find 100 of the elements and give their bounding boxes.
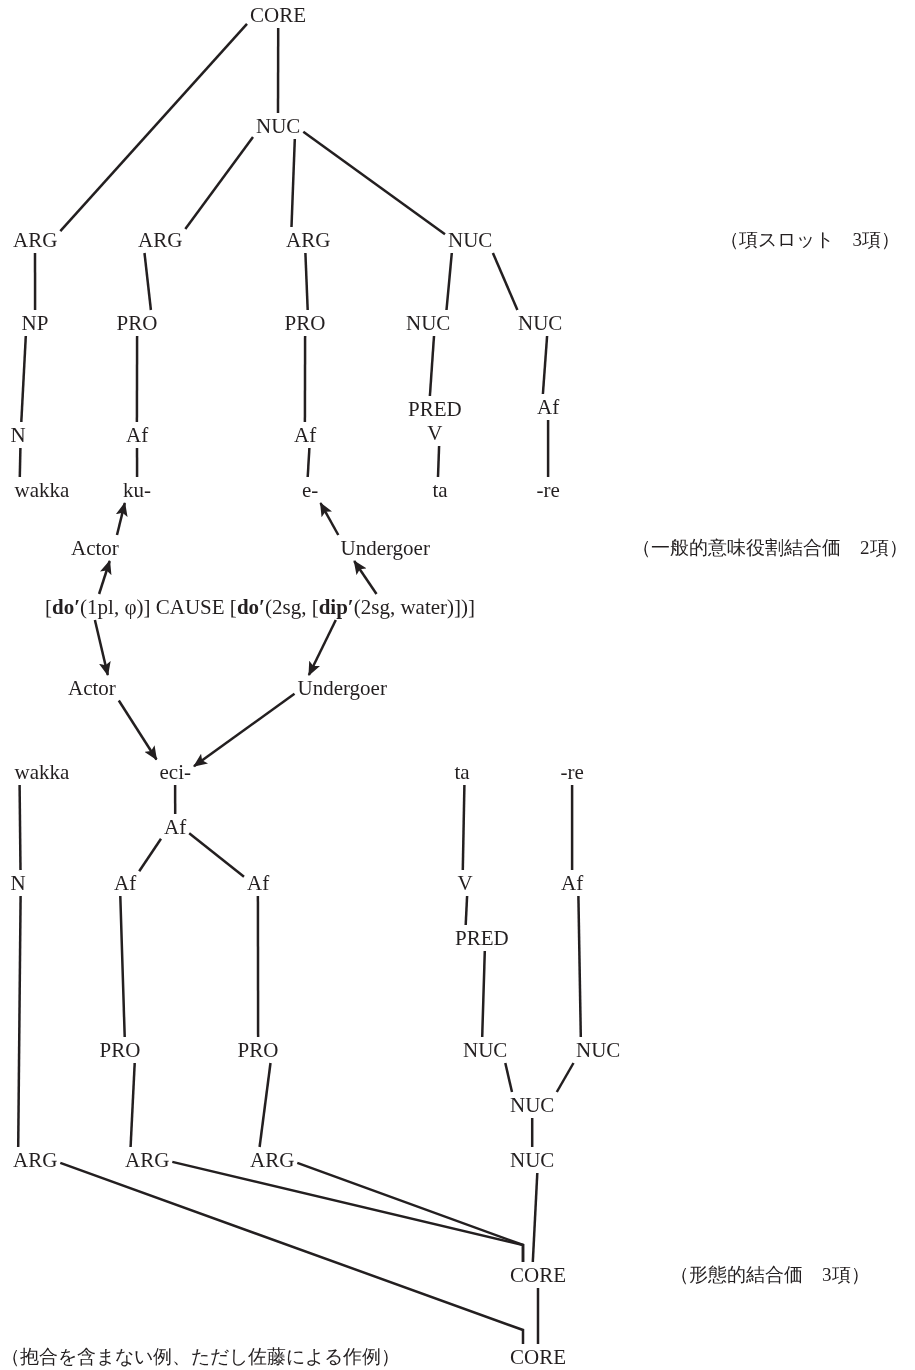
tree-line (256, 896, 260, 1037)
arrow (115, 502, 128, 536)
note-text: （項スロット 3項） (719, 228, 900, 252)
arrow (319, 502, 340, 536)
tree-line (531, 1172, 539, 1263)
tree-line (306, 447, 311, 478)
tree-label: wakka (14, 478, 70, 502)
tree-label: Undergoer (297, 676, 387, 700)
note-text: （一般的意味役割結合価 2項） (632, 536, 908, 560)
tree-label: PRO (99, 1038, 141, 1062)
tree-line (138, 838, 163, 872)
tree-label: Actor (68, 676, 116, 700)
tree-line (18, 447, 22, 478)
tree-line (555, 1062, 575, 1093)
tree-line (119, 895, 126, 1038)
tree-label: -re (560, 760, 584, 784)
tree-label: Af (114, 871, 137, 895)
tree-line (18, 785, 22, 870)
tree-line (428, 335, 436, 397)
tree-label: N (10, 423, 26, 447)
tree-label: NP (21, 311, 49, 335)
tree-label: Actor (71, 536, 119, 560)
tree-label: Af (537, 395, 560, 419)
tree-line (296, 1161, 525, 1262)
tree-line (143, 252, 153, 311)
tree-label: PRED (408, 397, 462, 421)
tree-label: Af (294, 423, 317, 447)
tree-line (290, 138, 297, 228)
tree-label: NUC (448, 228, 493, 252)
tree-label: eci- (159, 760, 191, 784)
tree-line (536, 1288, 540, 1344)
arrow (97, 560, 112, 595)
tree-label: Af (126, 423, 149, 447)
tree-line (546, 420, 550, 477)
tree-line (135, 336, 139, 422)
tree-label: ta (432, 478, 448, 502)
tree-line (464, 895, 469, 926)
tree-label: V (457, 871, 473, 895)
arrow (353, 560, 378, 595)
tree-line (59, 1161, 525, 1344)
tree-line (480, 950, 487, 1038)
tree-label: NUC (510, 1148, 555, 1172)
arrow (117, 699, 158, 761)
tree-label: N (10, 871, 26, 895)
tree-label: ARG (286, 228, 331, 252)
tree-line (541, 335, 549, 395)
tree-line (302, 130, 446, 236)
tree-label: ARG (138, 228, 183, 252)
tree-line (188, 832, 245, 878)
tree-line (445, 252, 454, 311)
tree-label: CORE (510, 1263, 566, 1287)
tree-line (304, 252, 309, 311)
tree-label: CORE (250, 3, 306, 27)
tree-label: e- (302, 478, 319, 502)
tree-label: wakka (14, 760, 70, 784)
tree-label: NUC (518, 311, 563, 335)
tree-label: ta (454, 760, 470, 784)
tree-label: PRED (455, 926, 509, 950)
tree-label: ARG (13, 1148, 58, 1172)
tree-label: PRO (284, 311, 326, 335)
tree-label: ARG (125, 1148, 170, 1172)
tree-line (570, 785, 574, 870)
tree-line (33, 253, 37, 310)
tree-line (258, 1062, 272, 1148)
tree-line (20, 335, 28, 423)
tree-label: NUC (463, 1038, 508, 1062)
tree-line (16, 896, 22, 1147)
tree-label: NUC (510, 1093, 555, 1117)
tree-label: ARG (250, 1148, 295, 1172)
arrow (193, 692, 296, 768)
note-text: （形態的結合価 3項） (670, 1263, 870, 1287)
tree-label: ku- (123, 478, 151, 502)
tree-label: PRO (116, 311, 158, 335)
tree-line (184, 136, 254, 230)
tree-line (530, 1118, 534, 1147)
tree-line (577, 895, 583, 1038)
arrow (307, 619, 337, 676)
tree-label: Undergoer (340, 536, 430, 560)
tree-line (436, 445, 441, 478)
semantic-formula: [do′(1pl, φ)] CAUSE [do′(2sg, [dip′(2sg, water)])] (45, 595, 476, 619)
tree-label: CORE (510, 1345, 566, 1369)
tree-label: NUC (406, 311, 451, 335)
tree-label: V (426, 421, 444, 445)
tree-line (276, 28, 280, 113)
tree-label: Af (561, 871, 584, 895)
tree-label: NUC (576, 1038, 621, 1062)
tree-label: Af (164, 815, 187, 839)
tree-label: NUC (256, 114, 301, 138)
tree-line (173, 785, 177, 814)
tree-line (461, 784, 466, 871)
tree-line (129, 1062, 136, 1148)
tree-label: PRO (237, 1038, 279, 1062)
tree-line (303, 336, 307, 422)
tree-line (504, 1062, 514, 1093)
tree-label: Af (247, 871, 270, 895)
note-text: （抱合を含まない例、ただし佐藤による作例） (0, 1345, 400, 1369)
tree-line (491, 252, 519, 311)
tree-label: ARG (13, 228, 58, 252)
arrow (93, 619, 111, 676)
tree-label: -re (536, 478, 560, 502)
